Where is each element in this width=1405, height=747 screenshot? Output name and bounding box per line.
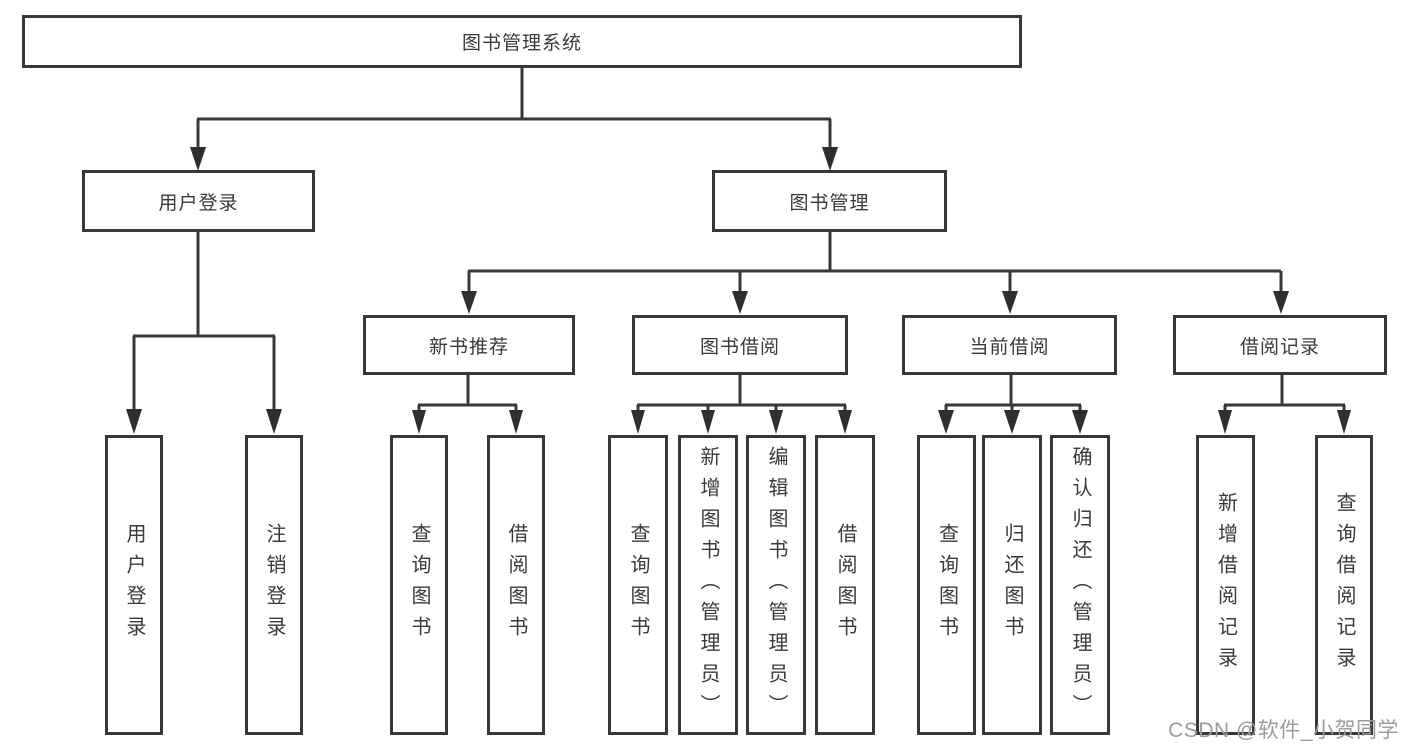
leaf-query-books-1: 查询图书 [390,435,448,735]
leaf-label: 用户登录 [123,523,145,647]
node-borrow-records: 借阅记录 [1173,315,1387,375]
leaf-confirm-return-admin: 确认归还（管理员） [1050,435,1110,735]
leaf-user-login: 用户登录 [105,435,163,735]
leaf-return-books: 归还图书 [982,435,1042,735]
connector-userlogin-to-leaves [126,232,282,434]
leaf-label: 查询图书 [408,523,430,647]
leaf-label: 新增借阅记录 [1214,492,1237,678]
leaf-label: 确认归还（管理员） [1069,445,1091,725]
node-label: 借阅记录 [1239,336,1320,358]
leaf-query-books-2: 查询图书 [608,435,668,735]
node-user-login: 用户登录 [82,170,315,232]
leaf-borrow-books-2: 借阅图书 [815,435,875,735]
leaf-label: 借阅图书 [834,523,856,647]
connector-root-to-level2 [190,68,838,171]
leaf-label: 查询借阅记录 [1333,492,1355,678]
connector-bookmgmt-to-level3 [461,232,1289,314]
connector-bookborrow-to-leaves [631,375,852,434]
connector-borrowrecords-to-leaves [1218,375,1351,434]
node-label: 当前借阅 [969,336,1050,358]
connector-currentborrow-to-leaves [938,375,1088,434]
csdn-watermark: CSDN @软件_小贺同学 [1168,719,1399,742]
connector-newbookrec-to-leaves [412,375,523,434]
leaf-label: 归还图书 [1001,523,1023,647]
leaf-label: 注销登录 [263,523,285,647]
node-current-borrow: 当前借阅 [902,315,1117,375]
leaf-borrow-books-1: 借阅图书 [487,435,545,735]
node-new-book-recommend: 新书推荐 [363,315,575,375]
leaf-label: 借阅图书 [505,523,527,647]
leaf-label: 编辑图书（管理员） [765,445,787,725]
leaf-label: 查询图书 [627,523,649,647]
leaf-label: 新增图书（管理员） [697,445,719,725]
node-label: 图书管理系统 [461,33,582,54]
node-book-borrow: 图书借阅 [632,315,848,375]
node-label: 新书推荐 [428,336,509,358]
node-label: 图书管理 [789,192,870,214]
node-label: 用户登录 [158,192,239,214]
leaf-label: 查询图书 [935,523,958,647]
leaf-logout: 注销登录 [245,435,303,735]
node-label: 图书借阅 [699,336,780,358]
node-book-management: 图书管理 [712,170,947,232]
leaf-add-book-admin: 新增图书（管理员） [678,435,738,735]
leaf-edit-book-admin: 编辑图书（管理员） [746,435,806,735]
node-root-library-system: 图书管理系统 [22,15,1022,68]
leaf-add-borrow-record: 新增借阅记录 [1196,435,1255,735]
leaf-query-borrow-record: 查询借阅记录 [1315,435,1373,735]
leaf-query-books-3: 查询图书 [917,435,976,735]
